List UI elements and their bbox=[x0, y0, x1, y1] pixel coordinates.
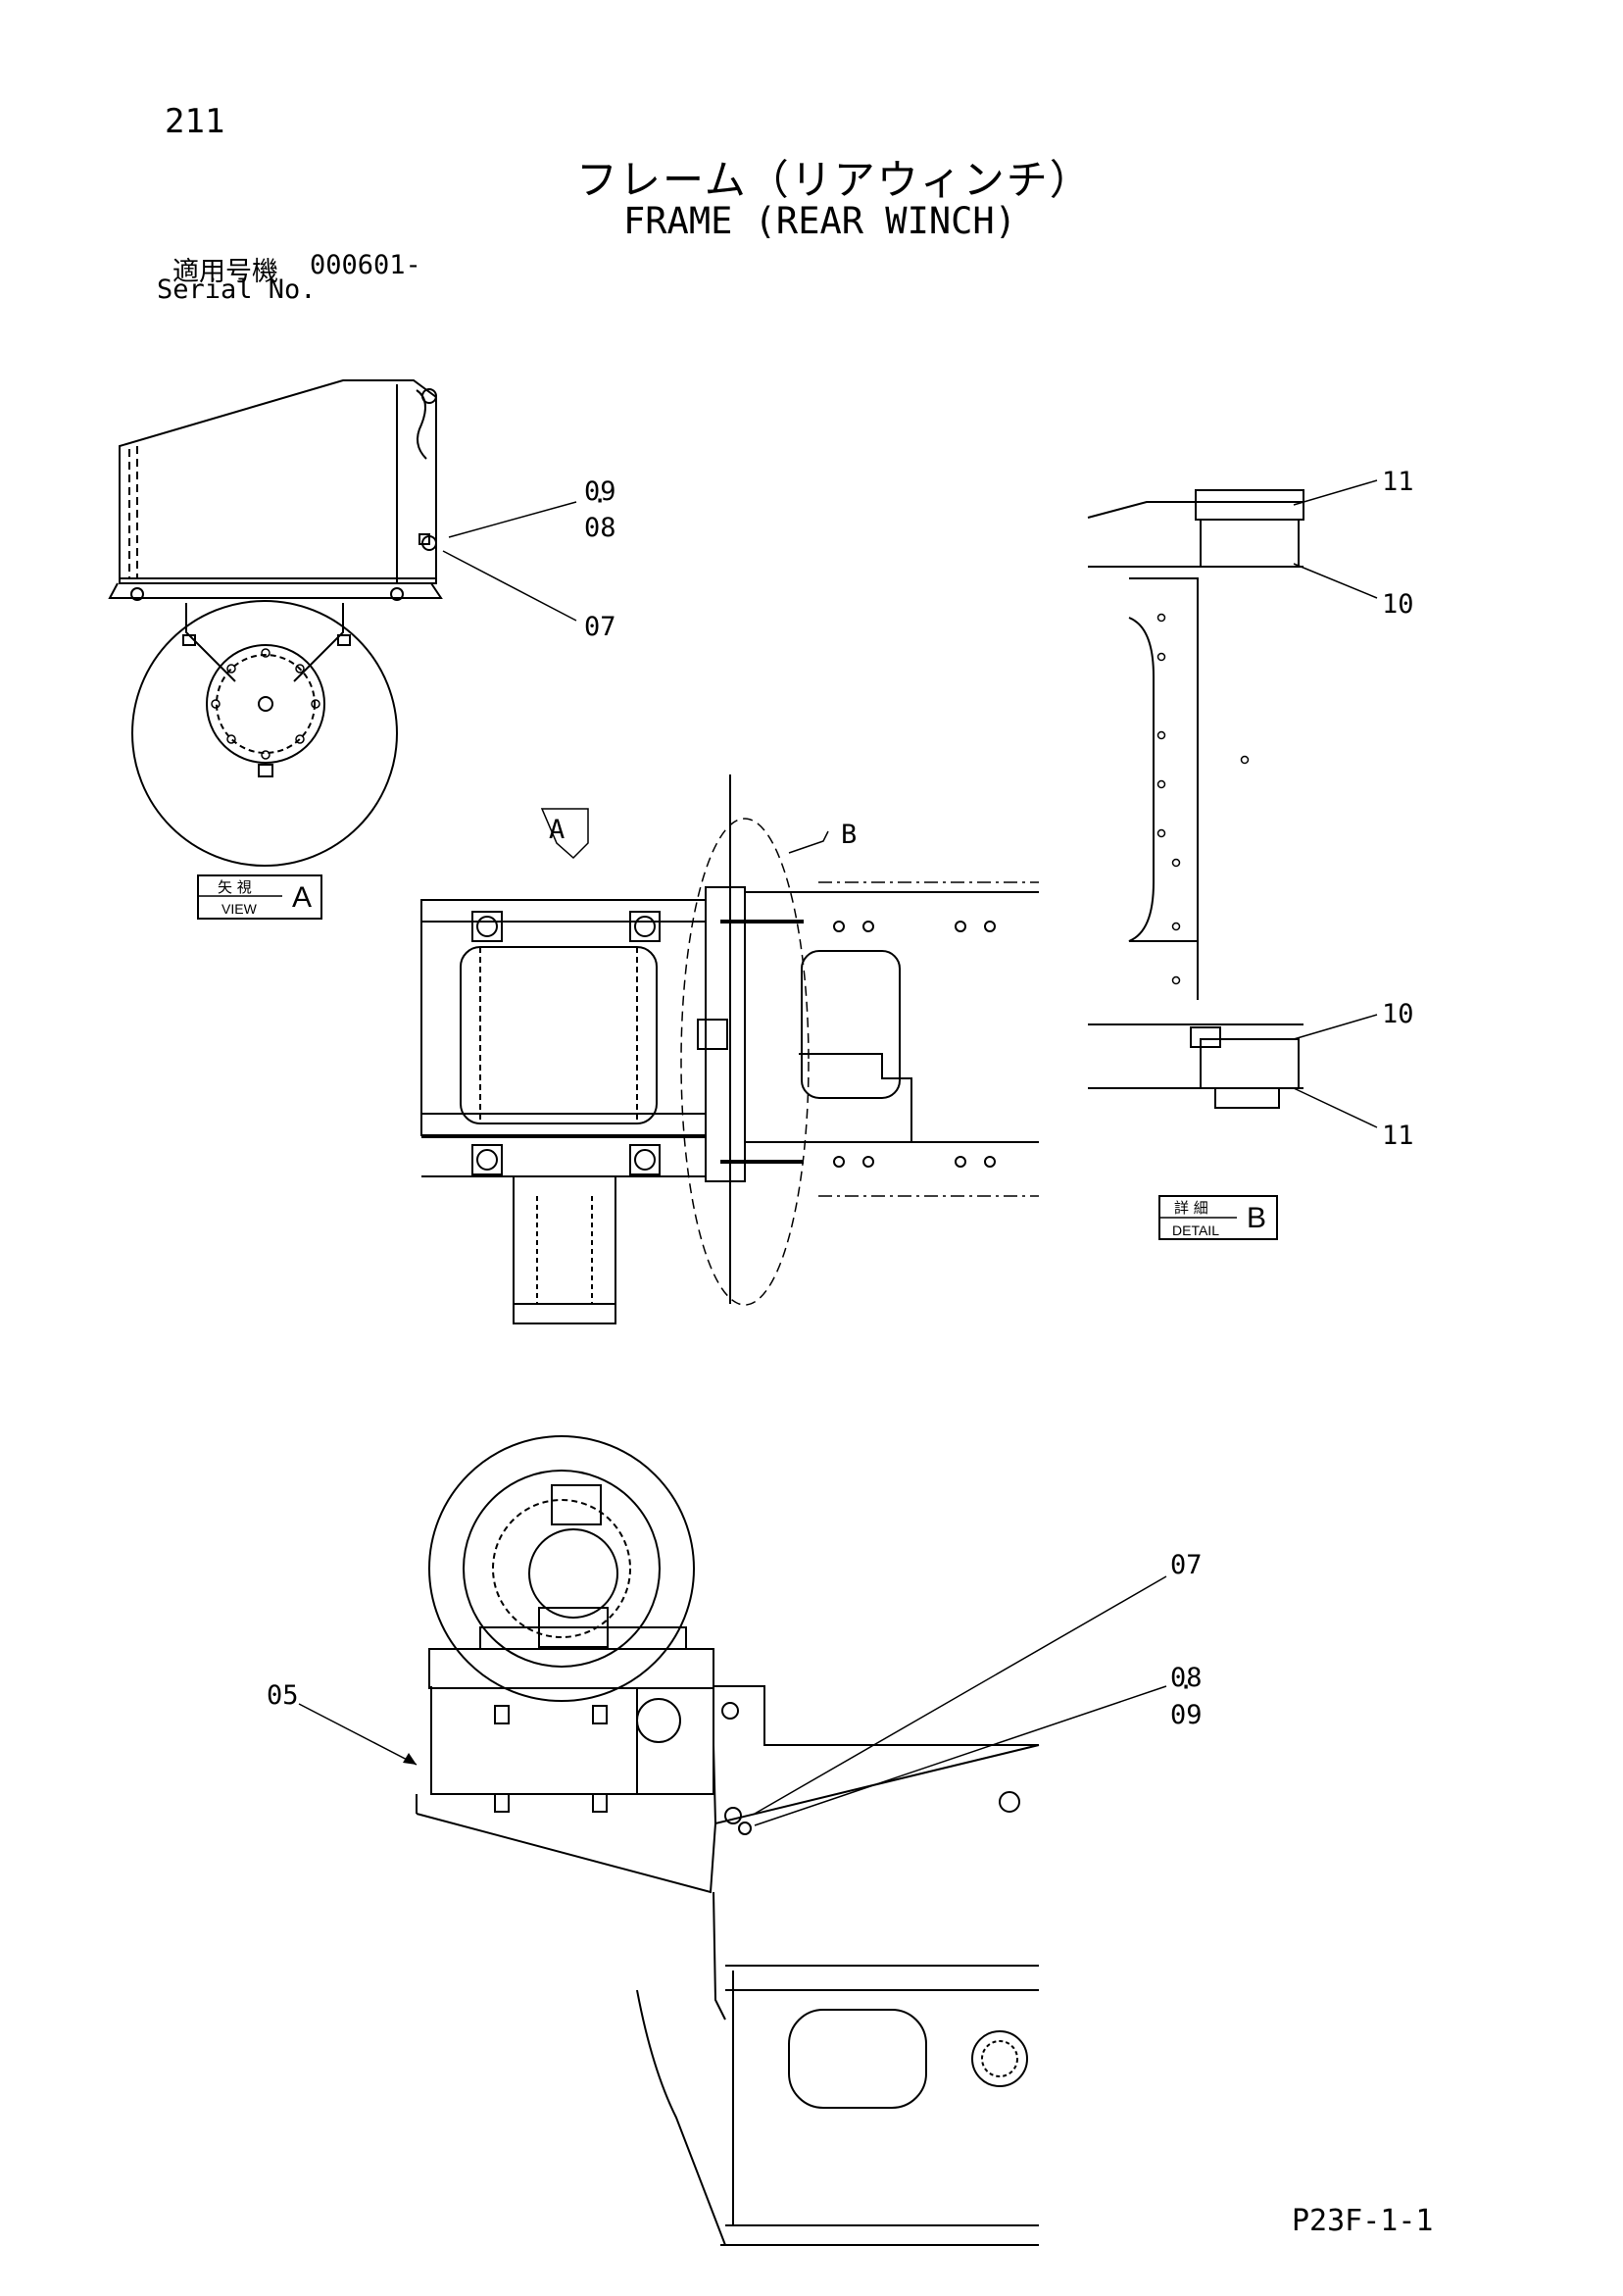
callout-07: 07 bbox=[1170, 1550, 1203, 1580]
view-label-jp: 矢 視 bbox=[218, 878, 252, 896]
callout-10: 10 bbox=[1382, 589, 1414, 620]
callout-08: 08 bbox=[1170, 1663, 1203, 1693]
serial-number-value: 000601- bbox=[310, 250, 421, 280]
callout-09: 09 bbox=[1170, 1700, 1203, 1730]
document-code: P23F-1-1 bbox=[1292, 2204, 1434, 2238]
leader-line bbox=[1293, 563, 1378, 599]
leader-line bbox=[754, 1685, 1167, 1826]
serial-label-japanese: 適用号機 bbox=[172, 257, 278, 287]
detail-b-label-box: 詳 細 DETAIL B bbox=[1158, 1195, 1278, 1240]
view-letter: A bbox=[292, 881, 312, 914]
detail-label-jp: 詳 細 bbox=[1174, 1199, 1208, 1217]
detail-label-en: DETAIL bbox=[1172, 1223, 1219, 1238]
detail-arrow-b-letter: B bbox=[841, 820, 857, 850]
leader-line bbox=[1293, 1014, 1378, 1040]
callout-11: 11 bbox=[1382, 467, 1414, 497]
leader-line bbox=[1293, 479, 1378, 506]
callout-05: 05 bbox=[267, 1680, 299, 1711]
leader-line bbox=[1293, 1087, 1378, 1128]
leader-line bbox=[442, 550, 577, 622]
title-japanese: フレーム（リアウィンチ） bbox=[576, 156, 1093, 204]
page-number: 211 bbox=[165, 102, 225, 141]
callout-10: 10 bbox=[1382, 999, 1414, 1029]
leader-line bbox=[298, 1703, 418, 1766]
view-arrow-a-letter: A bbox=[549, 815, 565, 845]
leader-arrowhead bbox=[403, 1753, 417, 1765]
view-a-drawing bbox=[108, 379, 443, 867]
callout-dot: · bbox=[592, 486, 608, 517]
callout-11: 11 bbox=[1382, 1121, 1414, 1151]
view-label-en: VIEW bbox=[221, 901, 258, 917]
serial-label-english: Serial No. bbox=[157, 275, 317, 305]
title-english: FRAME (REAR WINCH) bbox=[623, 200, 1016, 242]
callout-08: 08 bbox=[584, 513, 616, 543]
view-a-label-box: 矢 視 VIEW A bbox=[197, 874, 322, 920]
winch-plan-view: A B bbox=[420, 774, 1039, 1324]
callout-09: 09 bbox=[584, 476, 616, 507]
leader-line bbox=[448, 501, 577, 538]
callout-dot: · bbox=[1178, 1672, 1194, 1703]
detail-b-drawing bbox=[1087, 489, 1304, 1109]
winch-side-view bbox=[416, 1435, 1040, 2246]
leader-line bbox=[754, 1575, 1167, 1815]
detail-letter: B bbox=[1247, 1202, 1266, 1234]
callout-07: 07 bbox=[584, 612, 616, 642]
